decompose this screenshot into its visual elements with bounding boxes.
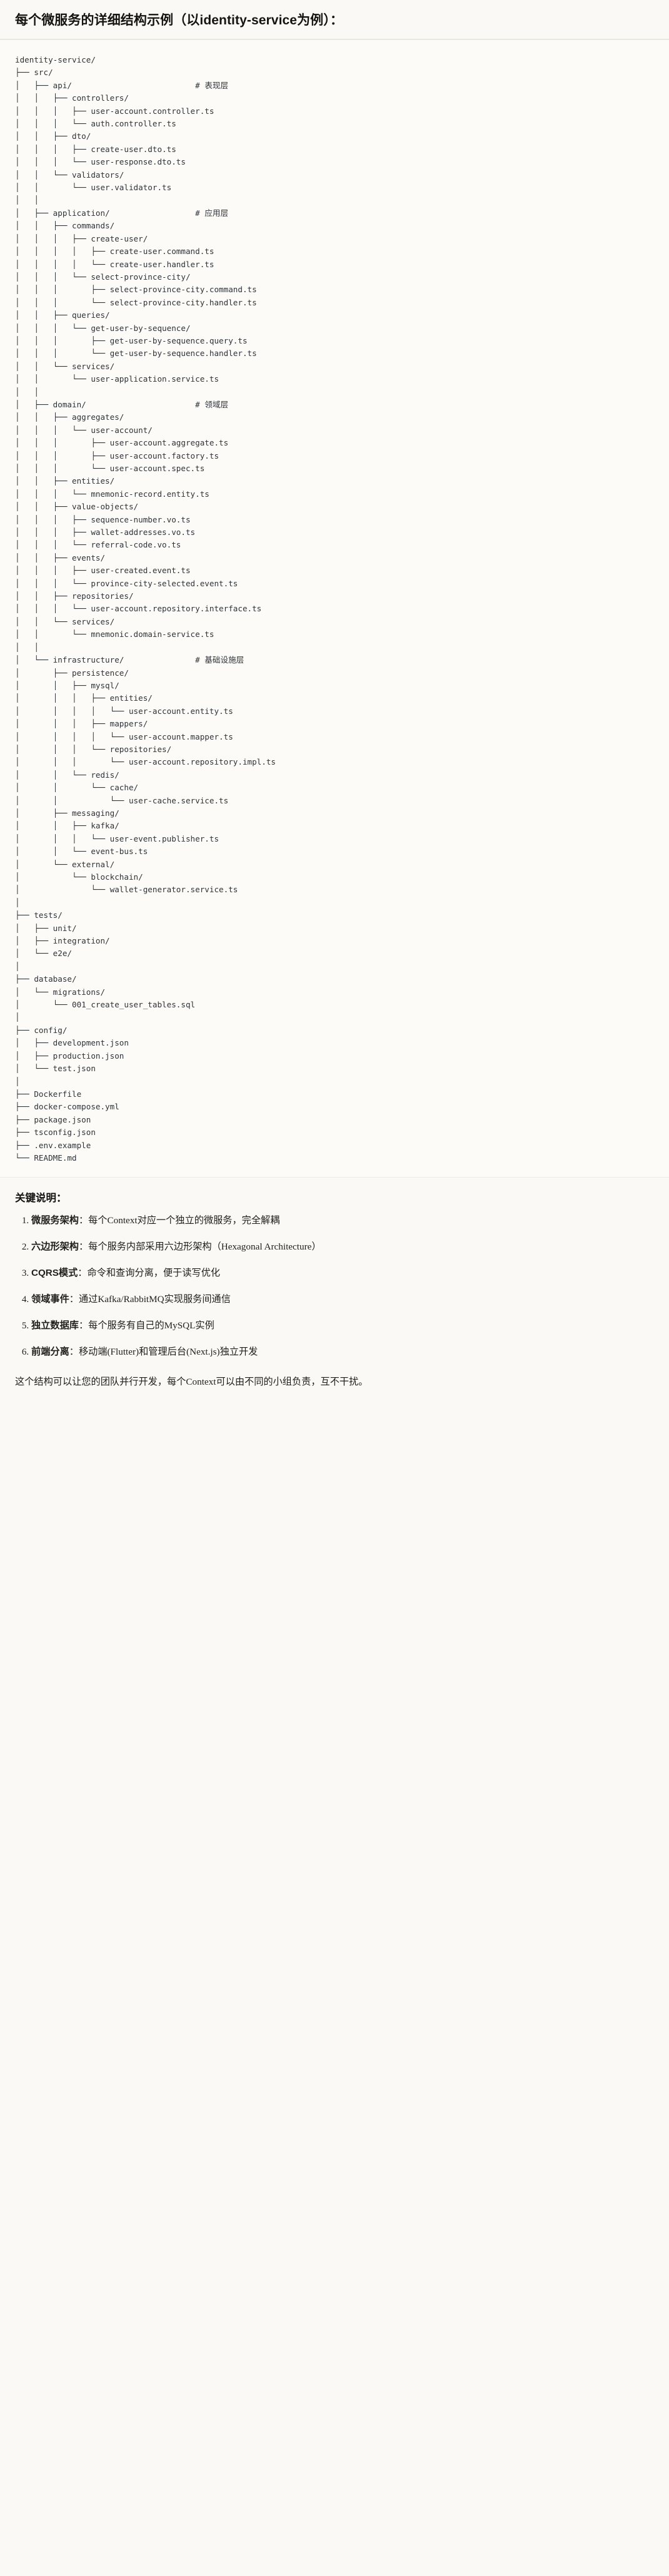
key-point-description: 每个服务有自己的MySQL实例: [88, 1320, 214, 1331]
key-point-description: 移动端(Flutter)和管理后台(Next.js)独立开发: [78, 1347, 258, 1358]
list-item: CQRS模式：命令和查询分离，便于读写优化: [31, 1265, 654, 1281]
page-title: 每个微服务的详细结构示例（以identity-service为例）：: [0, 0, 669, 39]
key-point-description: 通过Kafka/RabbitMQ实现服务间通信: [78, 1294, 231, 1305]
key-point-term: 微服务架构: [31, 1215, 79, 1226]
key-point-separator: ：: [78, 1268, 88, 1279]
key-point-description: 每个Context对应一个独立的微服务，完全解耦: [88, 1215, 280, 1226]
key-points-section: 关键说明： 微服务架构：每个Context对应一个独立的微服务，完全解耦 六边形…: [0, 1178, 669, 1368]
key-points-list: 微服务架构：每个Context对应一个独立的微服务，完全解耦 六边形架构：每个服…: [15, 1213, 654, 1360]
key-point-term: CQRS模式: [31, 1268, 78, 1279]
directory-tree[interactable]: identity-service/ ├── src/ │ ├── api/ # …: [15, 55, 276, 1163]
key-point-separator: ：: [78, 1215, 89, 1226]
key-point-separator: ：: [69, 1294, 79, 1305]
key-point-separator: ：: [78, 1320, 89, 1331]
list-item: 六边形架构：每个服务内部采用六边形架构（Hexagonal Architectu…: [31, 1239, 654, 1255]
directory-tree-block: identity-service/ ├── src/ │ ├── api/ # …: [0, 39, 669, 1178]
key-point-term: 领域事件: [31, 1294, 69, 1305]
key-point-description: 命令和查询分离，便于读写优化: [87, 1268, 221, 1279]
key-point-description: 每个服务内部采用六边形架构（Hexagonal Architecture）: [88, 1241, 321, 1253]
key-points-heading: 关键说明：: [15, 1193, 67, 1204]
key-point-term: 前端分离: [31, 1347, 69, 1358]
list-item: 微服务架构：每个Context对应一个独立的微服务，完全解耦: [31, 1213, 654, 1229]
key-point-term: 六边形架构: [31, 1241, 79, 1253]
page-title-text: 每个微服务的详细结构示例（以identity-service为例）：: [15, 13, 343, 28]
list-item: 前端分离：移动端(Flutter)和管理后台(Next.js)独立开发: [31, 1344, 654, 1360]
closing-paragraph: 这个结构可以让您的团队并行开发，每个Context可以由不同的小组负责，互不干扰…: [15, 1377, 368, 1388]
list-item: 领域事件：通过Kafka/RabbitMQ实现服务间通信: [31, 1291, 654, 1308]
document-page: 每个微服务的详细结构示例（以identity-service为例）： ident…: [0, 0, 669, 1404]
key-point-term: 独立数据库: [31, 1320, 79, 1331]
key-point-separator: ：: [69, 1347, 79, 1358]
list-item: 独立数据库：每个服务有自己的MySQL实例: [31, 1318, 654, 1334]
key-point-separator: ：: [78, 1241, 89, 1253]
